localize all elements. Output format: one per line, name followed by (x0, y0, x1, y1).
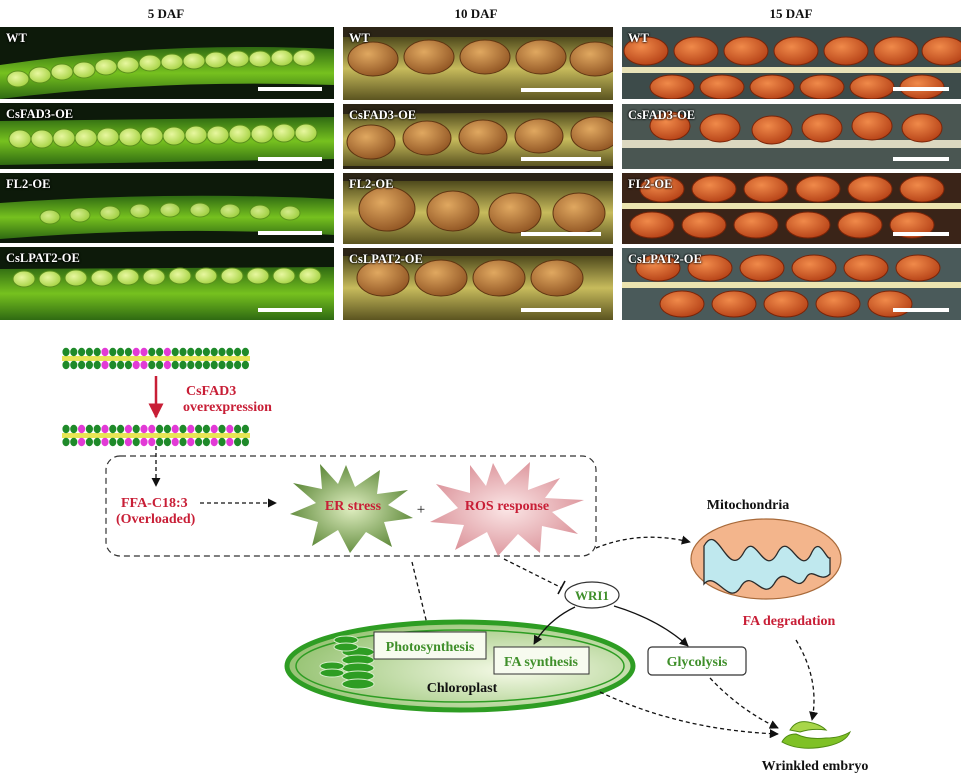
arrow-fa-degradation-to-embryo (795, 639, 819, 721)
chloroplast-inner-membrane (295, 629, 625, 703)
inhibit-photosynthesis-line (411, 561, 429, 629)
silique-image (343, 112, 613, 166)
panel-label: CsFAD3-OE (628, 108, 696, 122)
image-10daf-wt: WT (343, 27, 613, 100)
image-10daf-fl2: FL2-OE (343, 173, 613, 244)
image-10daf-csfad3: CsFAD3-OE (343, 104, 613, 169)
er-stress-burst (290, 464, 413, 553)
silique-image (0, 117, 334, 165)
overexpression-label-1: CsFAD3 (186, 384, 236, 399)
arrow-chloroplast-to-embryo (599, 691, 779, 739)
silique-image (622, 175, 961, 239)
panel-label: FL2-OE (349, 177, 394, 191)
image-15daf-cslpat2: CsLPAT2-OE (622, 248, 961, 320)
pathway-diagram: CsFAD3 overexpression FFA-C18:3 (Overloa… (62, 347, 869, 774)
header-10daf: 10 DAF (454, 6, 498, 21)
scale-bar (893, 308, 949, 312)
panel-label: CsFAD3-OE (6, 107, 74, 121)
wrinkled-embryo-label: Wrinkled embryo (762, 759, 869, 774)
image-5daf-csfad3: CsFAD3-OE (0, 103, 334, 169)
image-15daf-fl2: FL2-OE (622, 173, 961, 244)
scale-bar (521, 232, 601, 236)
wri1-label: WRI1 (575, 588, 609, 603)
ros-response-label: ROS response (465, 499, 549, 514)
image-5daf-cslpat2: CsLPAT2-OE (0, 247, 334, 320)
mitochondria-label: Mitochondria (707, 498, 789, 513)
stress-box (105, 455, 597, 557)
silique-image (343, 256, 613, 320)
ros-response-burst (430, 462, 584, 556)
arrow-glycolysis-to-embryo (709, 677, 779, 729)
scale-bar (521, 308, 601, 312)
panel-label: CsLPAT2-OE (628, 252, 702, 266)
header-15daf: 15 DAF (769, 6, 813, 21)
inhibit-wri1-line (503, 558, 563, 589)
arrow-wri1-to-glycolysis (613, 605, 689, 647)
panel-label: FL2-OE (628, 177, 673, 191)
panel-label: FL2-OE (6, 177, 51, 191)
chloroplast-label: Chloroplast (427, 681, 498, 696)
silique-image (0, 195, 334, 239)
scale-bar (258, 308, 322, 312)
silique-image (343, 37, 613, 100)
image-15daf-wt: WT (622, 27, 961, 99)
ffa-label-1: FFA-C18:3 (121, 496, 188, 511)
ffa-label-2: (Overloaded) (116, 512, 196, 527)
glycolysis-label: Glycolysis (667, 655, 728, 670)
panel-label: WT (628, 31, 649, 45)
scale-bar (521, 88, 601, 92)
scale-bar (258, 87, 322, 91)
panel-label: CsFAD3-OE (349, 108, 417, 122)
wri1-node (564, 581, 620, 609)
scale-bar (521, 157, 601, 161)
panel-label: CsLPAT2-OE (349, 252, 423, 266)
image-10daf-cslpat2: CsLPAT2-OE (343, 248, 613, 320)
silique-image (622, 111, 961, 148)
membrane-bilayer-top (62, 347, 250, 370)
header-5daf: 5 DAF (147, 6, 185, 21)
thylakoid-stack-icon (319, 635, 375, 690)
image-15daf-csfad3: CsFAD3-OE (622, 104, 961, 169)
photosynthesis-box (373, 631, 487, 660)
panel-label: WT (6, 31, 27, 45)
panel-label: WT (349, 31, 370, 45)
fa-degradation-label: FA degradation (743, 614, 836, 629)
glycolysis-box (647, 646, 747, 676)
fa-synthesis-label: FA synthesis (504, 655, 579, 670)
silique-image (343, 181, 613, 244)
scale-bar (258, 157, 322, 161)
silique-image (622, 254, 961, 318)
scale-bar (258, 231, 322, 235)
er-stress-label: ER stress (325, 499, 382, 514)
mitochondria-cristae (703, 538, 831, 594)
arrow-to-mitochondria (595, 535, 691, 549)
image-5daf-wt: WT (0, 27, 334, 99)
plus-sign: + (417, 502, 425, 518)
inhibit-wri1-bar (557, 580, 566, 595)
scale-bar (893, 87, 949, 91)
membrane-bilayer-bottom (62, 424, 250, 447)
silique-image (0, 267, 334, 320)
panel-label: CsLPAT2-OE (6, 251, 80, 265)
fa-synthesis-box (493, 646, 590, 675)
photosynthesis-label: Photosynthesis (386, 640, 475, 655)
image-5daf-fl2: FL2-OE (0, 173, 334, 243)
silique-image (0, 47, 334, 99)
wrinkled-embryo-icon (781, 721, 852, 749)
scale-bar (893, 157, 949, 161)
scale-bar (893, 232, 949, 236)
overexpression-label-2: overexpression (183, 400, 272, 415)
arrow-wri1-to-fa-synthesis (533, 606, 576, 645)
